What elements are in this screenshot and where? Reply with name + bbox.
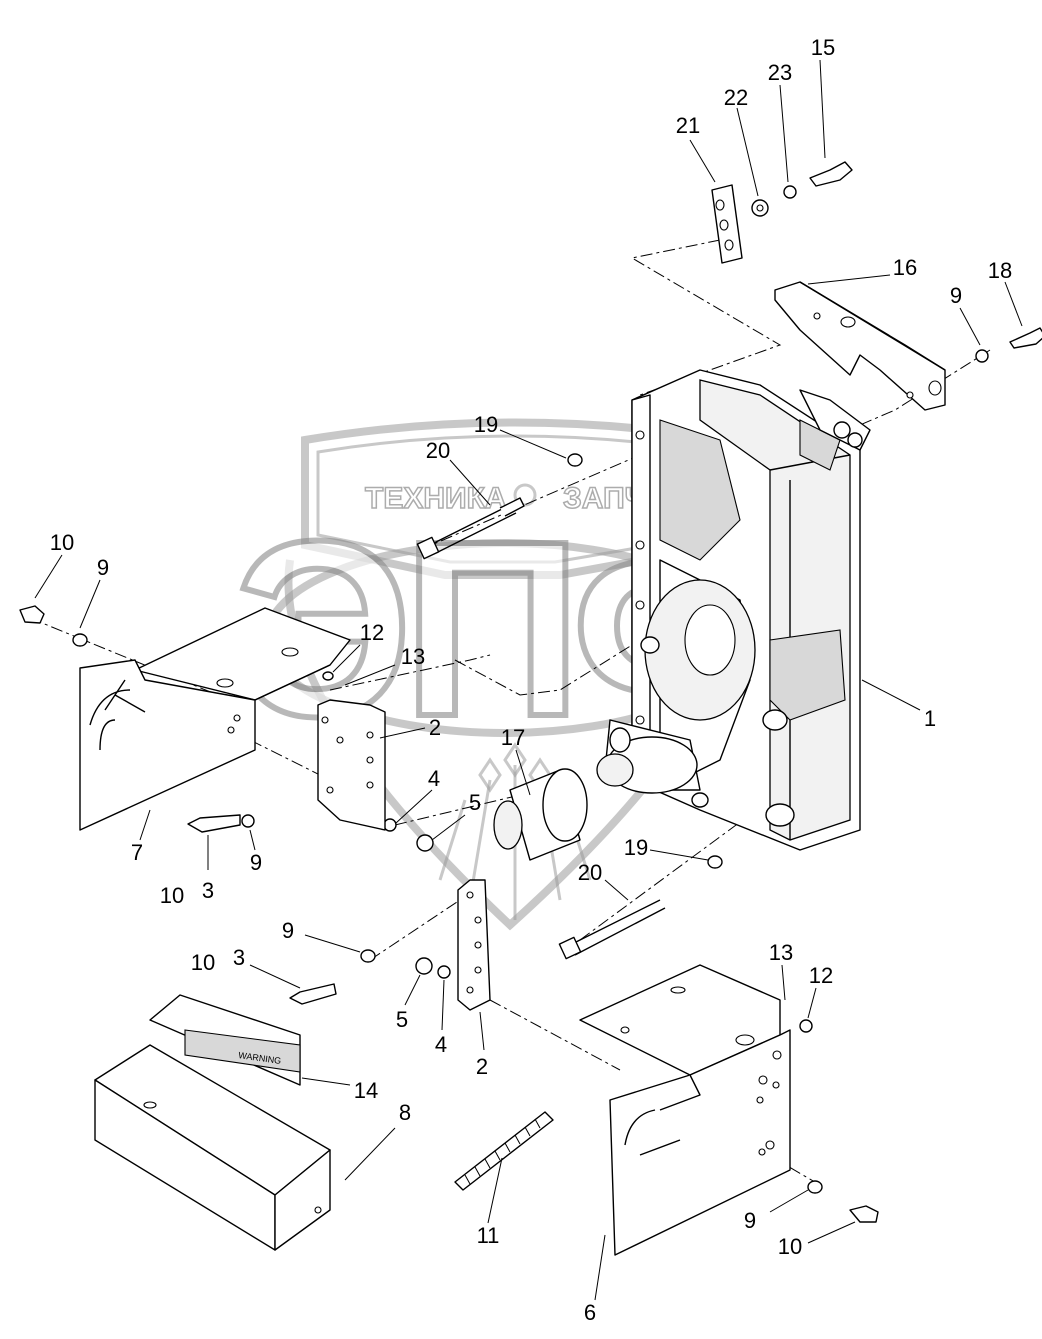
callout-10-left: 10 — [50, 530, 74, 555]
leader-lines — [34, 59, 1023, 1301]
callout-17: 17 — [501, 725, 525, 750]
bracket-2-upper — [317, 699, 386, 831]
callout-10-mid: 10 — [160, 883, 184, 908]
bolt-10-right — [849, 1205, 879, 1223]
callout-9-top: 9 — [950, 283, 962, 308]
callout-9-lower: 9 — [282, 918, 294, 943]
nut-5-top — [416, 834, 434, 852]
callout-1: 1 — [924, 706, 936, 731]
watermark-gear-icon — [513, 483, 537, 507]
callout-10-right: 10 — [778, 1234, 802, 1259]
washer-23 — [783, 185, 797, 199]
callout-9-left: 9 — [97, 555, 109, 580]
callout-3-top: 3 — [202, 878, 214, 903]
washer-12-left — [322, 671, 334, 681]
bolt-20-bottom — [569, 899, 666, 956]
link-plate-21 — [711, 184, 743, 264]
callout-11: 11 — [477, 1223, 500, 1248]
washer-9-mid — [241, 814, 255, 828]
washer-19-bottom — [707, 855, 723, 869]
bolt-18 — [1009, 327, 1042, 349]
callout-20-top: 20 — [426, 438, 450, 463]
bolt-3-top — [187, 814, 241, 833]
housing-assembly — [596, 369, 871, 851]
cover-6 — [579, 964, 791, 1256]
callout-18: 18 — [988, 258, 1012, 283]
callout-2-upper: 2 — [429, 715, 441, 740]
cover-7 — [79, 607, 351, 831]
callout-12-right: 12 — [809, 963, 833, 988]
callout-15: 15 — [811, 35, 835, 60]
callout-8: 8 — [399, 1100, 411, 1125]
callouts: 15 23 22 21 16 9 18 19 20 10 9 12 13 1 2… — [50, 35, 1012, 1325]
washer-4-top — [383, 818, 397, 832]
callout-5-top: 5 — [469, 790, 481, 815]
callout-10-lower: 10 — [191, 950, 215, 975]
callout-13-right: 13 — [769, 940, 793, 965]
washer-4-bottom — [437, 965, 451, 979]
callout-9-right: 9 — [744, 1208, 756, 1233]
watermark-text-left: ТЕХНИКА — [365, 482, 507, 515]
bolt-3-bottom — [289, 983, 337, 1005]
sleeve-17 — [493, 768, 588, 861]
assembly-lines — [29, 239, 991, 1186]
hardware — [19, 161, 1042, 1223]
callout-3-bottom: 3 — [233, 945, 245, 970]
washer-12-right — [799, 1019, 813, 1033]
callout-21: 21 — [676, 113, 700, 138]
callout-20-bottom: 20 — [578, 860, 602, 885]
callout-23: 23 — [768, 60, 792, 85]
callout-19-bottom: 19 — [624, 835, 648, 860]
bracket-16 — [774, 281, 946, 411]
bolt-20-top — [429, 504, 517, 554]
bolt-10-left — [19, 605, 45, 624]
washer-9-top — [975, 349, 989, 363]
callout-22: 22 — [724, 85, 748, 110]
washer-9-left — [72, 633, 88, 647]
callout-4-bottom: 4 — [435, 1032, 447, 1057]
callout-2-lower: 2 — [476, 1054, 488, 1079]
callout-13-left: 13 — [401, 644, 425, 669]
washer-19-top — [567, 453, 583, 467]
bolt-15 — [809, 161, 853, 187]
spring-11 — [454, 1111, 554, 1191]
decal-14: WARNING — [149, 994, 301, 1086]
washer-9-lower — [360, 949, 376, 963]
callout-14: 14 — [354, 1078, 378, 1103]
callout-19-top: 19 — [474, 412, 498, 437]
bracket-2-lower — [457, 879, 491, 1011]
callout-5-bottom: 5 — [396, 1007, 408, 1032]
callout-7: 7 — [131, 840, 143, 865]
cover-8 — [94, 1044, 331, 1251]
callout-4-top: 4 — [428, 766, 440, 791]
washer-9-right — [807, 1180, 823, 1194]
callout-9-mid: 9 — [250, 850, 262, 875]
callout-6: 6 — [584, 1300, 596, 1325]
callout-16: 16 — [893, 255, 917, 280]
nut-5-bottom — [415, 957, 433, 975]
callout-12-left: 12 — [360, 620, 384, 645]
